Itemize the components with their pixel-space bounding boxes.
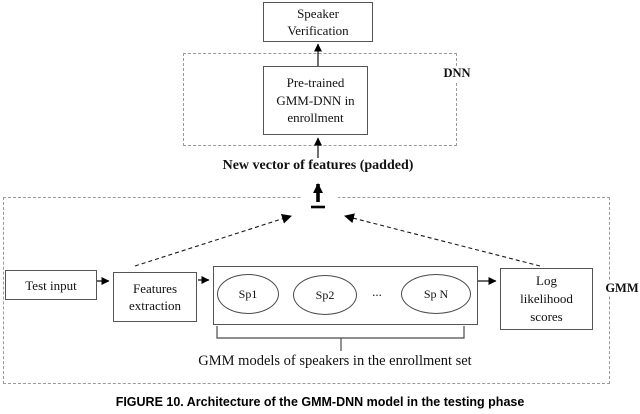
speaker-model-sp2-ellipse: Sp2 <box>293 275 357 315</box>
gmm-models-bracket-caption: GMM models of speakers in the enrollment… <box>198 353 472 369</box>
dnn-region-label: DNN <box>437 66 477 81</box>
border-gap-patch <box>302 194 338 200</box>
gmm-region-label: GMM <box>602 281 640 296</box>
new-vector-of-features-label: New vector of features (padded) <box>222 158 414 173</box>
log-likelihood-scores-box: Log likelihood scores <box>500 268 593 330</box>
features-extraction-box: Features extraction <box>113 272 197 322</box>
test-input-box: Test input <box>5 270 97 300</box>
dnn-region-outline <box>183 53 457 146</box>
ellipsis-dots: ... <box>372 284 382 299</box>
speaker-model-spn-ellipse: Sp N <box>401 274 471 314</box>
pretrained-gmm-dnn-box: Pre-trained GMM-DNN in enrollment <box>263 66 368 135</box>
figure-caption: FIGURE 10. Architecture of the GMM-DNN m… <box>115 395 525 409</box>
speaker-model-sp1-ellipse: Sp1 <box>217 274 279 314</box>
speaker-verification-box: Speaker Verification <box>263 2 373 42</box>
